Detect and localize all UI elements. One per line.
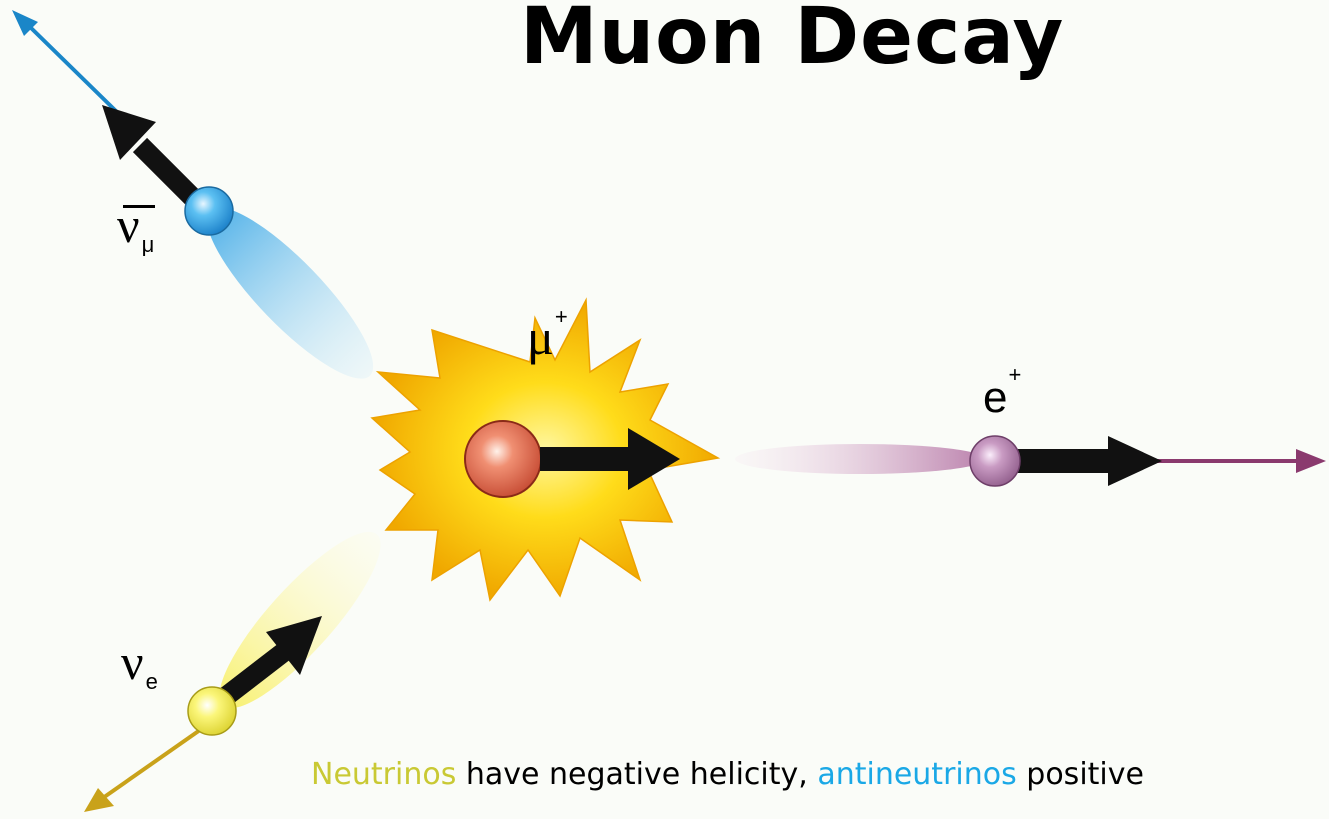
neutrino-symbol: ν <box>121 634 144 690</box>
neutrino-label: νe <box>121 634 158 693</box>
caption-antineutrinos: antineutrinos <box>817 757 1017 792</box>
neutrino-momentum-arrow <box>84 728 202 812</box>
positron-particle <box>969 435 1021 487</box>
antineutrino-label: νμ <box>117 197 154 256</box>
antineutrino-momentum-arrow <box>12 10 122 117</box>
positron-spin-arrow <box>1015 436 1162 486</box>
positron-momentum-arrow <box>1150 449 1326 473</box>
antineutrino-bar <box>123 205 155 208</box>
caption-text-2: positive <box>1016 757 1144 792</box>
positron-trail <box>735 444 985 474</box>
muon-spin-arrow <box>540 428 680 490</box>
positron-symbol: e <box>983 373 1008 422</box>
muon-particle <box>464 420 542 498</box>
caption-text-1: have negative helicity, <box>456 757 818 792</box>
muon-superscript: + <box>554 304 568 329</box>
positron-superscript: + <box>1008 362 1022 387</box>
muon-symbol: μ <box>527 309 554 365</box>
neutrino-spin-arrow <box>217 616 322 706</box>
antineutrino-symbol: ν <box>117 197 140 253</box>
muon-label: μ+ <box>527 306 568 365</box>
antineutrino-subscript: μ <box>141 232 155 257</box>
page-title: Muon Decay <box>520 0 1065 82</box>
helicity-caption: Neutrinos have negative helicity, antine… <box>311 757 1144 792</box>
caption-neutrinos: Neutrinos <box>311 757 457 792</box>
neutrino-subscript: e <box>145 669 158 694</box>
antineutrino-trail <box>206 207 374 379</box>
antineutrino-particle <box>184 186 234 236</box>
antineutrino-spin-arrow <box>102 105 213 218</box>
positron-label: e+ <box>983 364 1021 422</box>
neutrino-particle <box>187 686 237 736</box>
